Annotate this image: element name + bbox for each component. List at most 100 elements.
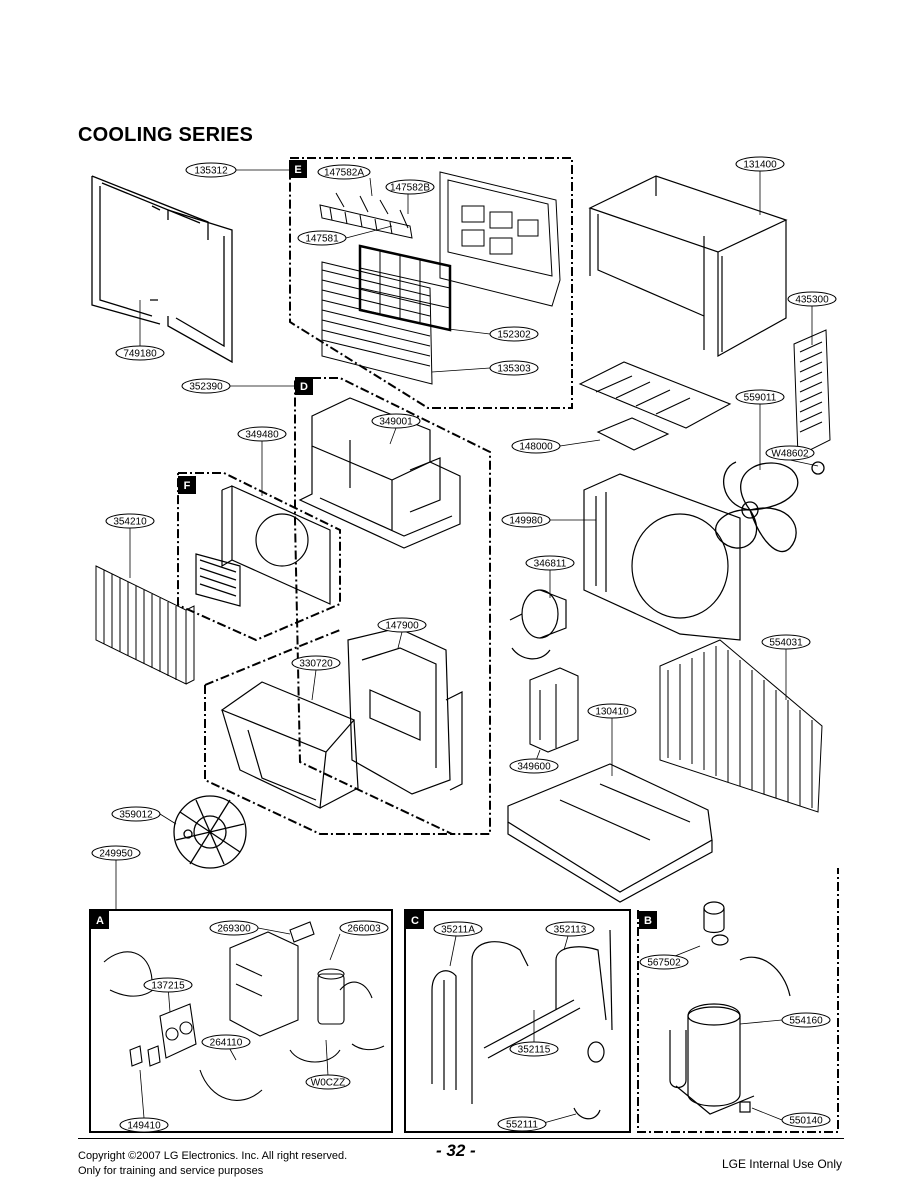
section-f-frame xyxy=(177,472,341,642)
svg-text:35211A: 35211A xyxy=(441,925,475,936)
label-352115: 352115 xyxy=(509,1041,559,1057)
motor-mount-drawing xyxy=(529,667,579,753)
svg-text:352115: 352115 xyxy=(518,1045,551,1056)
label-346811: 346811 xyxy=(525,555,575,571)
label-249950: 249950 xyxy=(91,845,141,861)
svg-text:264110: 264110 xyxy=(210,1038,243,1049)
side-grille-drawing xyxy=(793,329,831,457)
section-f-letter: F xyxy=(184,480,191,492)
label-349600: 349600 xyxy=(509,758,559,774)
part-labels: 135312 147582A 147582B 147581 152302 135… xyxy=(91,156,837,1133)
label-147900: 147900 xyxy=(377,617,427,633)
svg-text:554160: 554160 xyxy=(789,1016,823,1027)
section-c-drawings xyxy=(431,929,613,1120)
section-d-letter: D xyxy=(300,381,308,393)
label-w48602: W48602 xyxy=(765,445,815,461)
section-b-drawings xyxy=(669,901,791,1115)
page-number: - 32 - xyxy=(436,1141,476,1160)
label-266003: 266003 xyxy=(339,920,389,936)
section-b-letter: B xyxy=(644,915,652,927)
label-130410: 130410 xyxy=(587,703,637,719)
svg-text:W0CZZ: W0CZZ xyxy=(311,1078,345,1089)
section-c-frame xyxy=(404,909,631,1133)
svg-text:352113: 352113 xyxy=(554,925,587,936)
svg-text:330720: 330720 xyxy=(299,659,333,670)
svg-text:349600: 349600 xyxy=(517,762,551,773)
label-352390: 352390 xyxy=(181,378,231,394)
svg-text:359012: 359012 xyxy=(119,810,153,821)
label-354210: 354210 xyxy=(105,513,155,529)
svg-text:269300: 269300 xyxy=(217,924,251,935)
section-d-marker xyxy=(295,377,313,395)
grille-drawing xyxy=(319,171,561,385)
section-b-frame xyxy=(637,868,839,1133)
label-330720: 330720 xyxy=(291,655,341,671)
svg-text:130410: 130410 xyxy=(595,707,629,718)
label-35211a: 35211A xyxy=(433,921,483,937)
leader-lines xyxy=(115,169,819,1125)
svg-text:135303: 135303 xyxy=(497,364,531,375)
svg-text:249950: 249950 xyxy=(99,849,133,860)
front-frame-drawing xyxy=(91,175,233,364)
section-e-frame xyxy=(289,157,573,409)
section-d-lower-frame xyxy=(204,629,452,835)
label-554031: 554031 xyxy=(761,634,811,650)
svg-text:749180: 749180 xyxy=(123,349,157,360)
section-e-marker xyxy=(289,160,307,178)
label-269300: 269300 xyxy=(209,920,259,936)
label-148000: 148000 xyxy=(511,438,561,454)
section-a-frame xyxy=(89,909,393,1133)
svg-text:149980: 149980 xyxy=(509,516,543,527)
evaporator-drawing xyxy=(659,639,823,813)
label-137215: 137215 xyxy=(143,977,193,993)
label-435300: 435300 xyxy=(787,291,837,307)
section-a-marker xyxy=(91,911,109,929)
section-c-marker xyxy=(406,911,424,929)
cabinet-drawing xyxy=(588,175,788,358)
svg-text:567502: 567502 xyxy=(647,958,681,969)
label-567502: 567502 xyxy=(639,954,689,970)
barrier-drawing xyxy=(583,473,741,641)
svg-text:152302: 152302 xyxy=(497,330,531,341)
svg-text:554031: 554031 xyxy=(769,638,803,649)
svg-text:354210: 354210 xyxy=(113,517,147,528)
svg-text:147900: 147900 xyxy=(385,621,419,632)
label-135312: 135312 xyxy=(185,162,237,178)
internal-use-notice: LGE Internal Use Only xyxy=(721,1157,842,1171)
svg-text:137215: 137215 xyxy=(151,981,185,992)
label-149410: 149410 xyxy=(119,1117,169,1133)
label-749180: 749180 xyxy=(115,345,165,361)
motor-drawing xyxy=(509,589,567,660)
control-plate-drawing xyxy=(347,627,463,795)
svg-text:147581: 147581 xyxy=(305,234,339,245)
label-135303: 135303 xyxy=(489,360,539,376)
label-554160: 554160 xyxy=(781,1012,831,1028)
footer-divider xyxy=(78,1138,844,1139)
shroud-drawing xyxy=(195,485,331,607)
label-131400: 131400 xyxy=(735,156,785,172)
page-title: COOLING SERIES xyxy=(78,124,254,146)
svg-text:352390: 352390 xyxy=(189,382,223,393)
label-352113: 352113 xyxy=(545,921,595,937)
training-text: Only for training and service purposes xyxy=(78,1165,264,1177)
svg-text:266003: 266003 xyxy=(347,924,381,935)
svg-text:149410: 149410 xyxy=(127,1121,161,1132)
section-b-marker xyxy=(639,911,657,929)
svg-text:147582B: 147582B xyxy=(390,183,430,194)
section-markers: E D F A C B xyxy=(91,160,657,929)
blower-drawing xyxy=(173,795,247,869)
svg-text:550140: 550140 xyxy=(789,1116,823,1127)
bracket-drawing xyxy=(578,361,732,451)
base-drawing xyxy=(507,763,713,903)
label-147582a: 147582A xyxy=(317,164,371,180)
label-152302: 152302 xyxy=(489,326,539,342)
svg-text:435300: 435300 xyxy=(795,295,829,306)
label-147582b: 147582B xyxy=(385,179,435,195)
air-guide-drawing xyxy=(220,681,359,809)
footer-copyright: Copyright ©2007 LG Electronics. Inc. All… xyxy=(78,1149,347,1179)
axial-fan-drawing xyxy=(714,461,825,553)
section-d-frame xyxy=(294,377,491,835)
svg-text:349001: 349001 xyxy=(379,417,413,428)
svg-text:559011: 559011 xyxy=(744,393,777,404)
